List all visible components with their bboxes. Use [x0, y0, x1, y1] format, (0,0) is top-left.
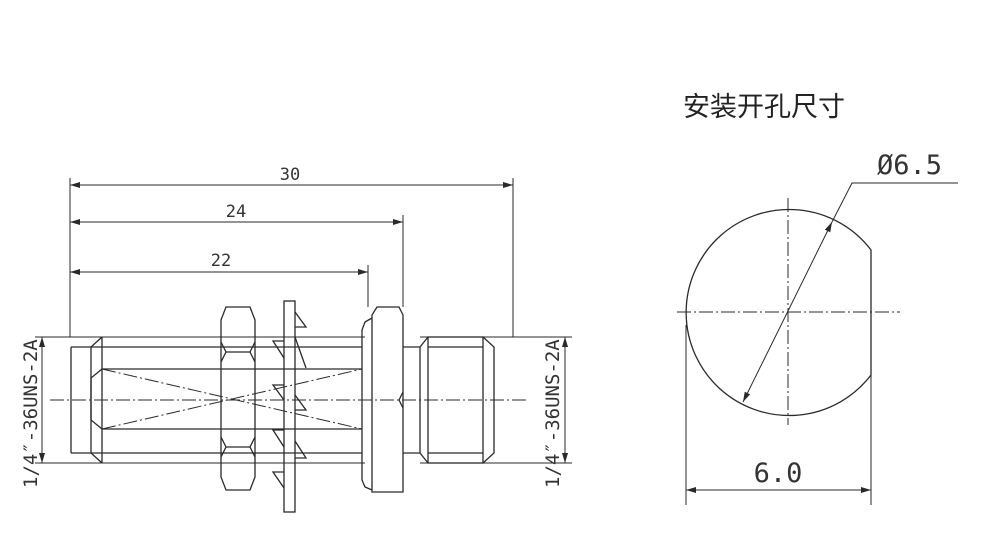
cutout-outline	[685, 208, 872, 417]
dimension-label-30: 30	[280, 165, 300, 185]
dimension-label-24: 24	[226, 202, 246, 222]
thread-spec-left: 1/4″-36UNS-2A	[20, 339, 42, 488]
side-view: 30 24 22 1/4″-36UNS-2A 1/4″-36UNS-2A	[20, 165, 572, 513]
diameter-dimension-line	[742, 221, 833, 403]
hex-nut	[220, 306, 256, 491]
flange-nut	[361, 306, 404, 493]
flat-width-label: 6.0	[754, 458, 803, 489]
thread-spec-right: 1/4″-36UNS-2A	[542, 339, 564, 488]
diameter-leader	[831, 182, 958, 223]
panel-cutout-view: 安装开孔尺寸 Ø6.5 6.0	[677, 92, 958, 505]
diameter-label: Ø6.5	[877, 150, 942, 181]
cutout-title: 安装开孔尺寸	[683, 92, 845, 123]
lock-washer	[271, 300, 308, 513]
dimension-label-22: 22	[211, 251, 231, 271]
